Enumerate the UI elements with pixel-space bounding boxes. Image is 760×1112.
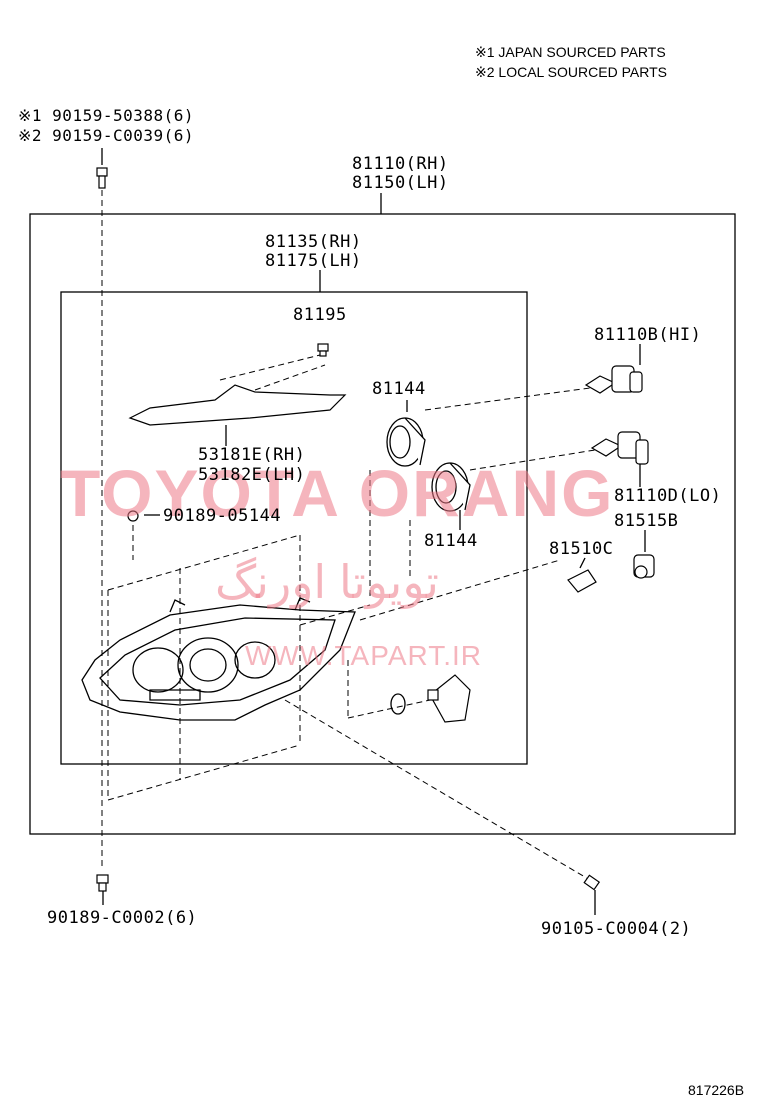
label-screw-local: ※2 90159-C0039(6) [18, 126, 195, 145]
socket-81144-upper-icon [386, 417, 426, 467]
screw-bottom-left-icon [96, 874, 109, 892]
label-unit-lh: 81175(LH) [265, 251, 362, 271]
screw-bottom-right-icon [583, 874, 601, 891]
label-socket-815: 81515B [614, 511, 679, 531]
label-screw-jp: ※1 90159-50388(6) [18, 106, 195, 125]
bulb-lo-icon [590, 431, 649, 465]
label-bulb-815: 81510C [549, 539, 614, 559]
label-trim-lh: 53182E(LH) [198, 465, 306, 485]
screw-top-left-icon [96, 167, 108, 189]
o-ring-icon [390, 693, 406, 715]
note-local: ※2 LOCAL SOURCED PARTS [475, 64, 667, 80]
assembly-frame [29, 213, 736, 835]
label-bulb-hi: 81110B(HI) [594, 325, 702, 345]
unit-frame [60, 291, 528, 765]
clip-81195-icon [317, 343, 329, 357]
label-socket-lower: 81144 [424, 531, 478, 551]
bulb-81510c-icon [567, 569, 597, 593]
label-headlamp-rh: 81110(RH) [352, 154, 449, 174]
label-unit-rh: 81135(RH) [265, 232, 362, 252]
bulb-hi-icon [584, 365, 643, 394]
screw-05144-icon [127, 510, 139, 522]
headlamp-body-shape [81, 597, 356, 721]
label-headlamp-lh: 81150(LH) [352, 173, 449, 193]
label-bulb-lo: 81110D(LO) [614, 486, 722, 506]
label-screw-bottom-right: 90105-C0004(2) [541, 919, 692, 939]
socket-81515b-icon [633, 554, 655, 579]
figure-code: 817226B [688, 1082, 745, 1098]
trim-strip-shape [128, 384, 347, 426]
leveling-motor-icon [427, 674, 471, 723]
note-japan: ※1 JAPAN SOURCED PARTS [475, 44, 666, 60]
label-trim-rh: 53181E(RH) [198, 445, 306, 465]
label-clip: 81195 [293, 305, 347, 325]
label-screw-05144: 90189-05144 [163, 506, 282, 526]
label-socket-upper: 81144 [372, 379, 426, 399]
label-screw-bottom-left: 90189-C0002(6) [47, 908, 198, 928]
socket-81144-lower-icon [431, 462, 471, 512]
